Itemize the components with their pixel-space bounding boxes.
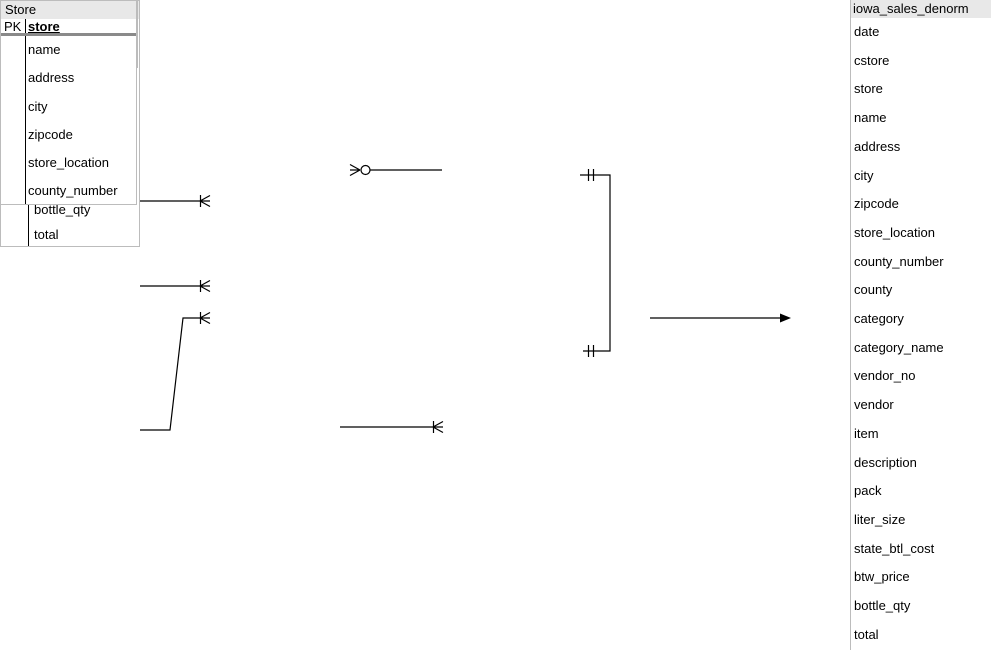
relationship-sales-convenience-store[interactable] xyxy=(349,163,442,177)
denorm-table-panel[interactable]: iowa_sales_denorm date cstore store name add… xyxy=(850,0,991,650)
pk-label: PK xyxy=(4,18,22,34)
pk-row: PK store xyxy=(1,19,136,36)
relationship-item-sales[interactable] xyxy=(140,311,211,431)
field-row: city xyxy=(28,98,48,114)
denorm-field-row: pack xyxy=(854,483,882,499)
denorm-field-row: liter_size xyxy=(854,511,906,527)
denorm-field-row: btw_price xyxy=(854,569,910,585)
denorm-field-row: vendor xyxy=(854,397,894,413)
entity-store-title: Store xyxy=(1,1,136,19)
denorm-field-row: item xyxy=(854,425,879,441)
field-row: total xyxy=(34,227,59,243)
field-row: address xyxy=(28,70,75,86)
entity-store[interactable]: Store PK store name address city zipcode sto… xyxy=(0,0,137,205)
denorm-field-row: county_number xyxy=(854,253,944,269)
denorm-field-row: name xyxy=(854,110,887,126)
denorm-field-row: state_btl_cost xyxy=(854,540,935,556)
denorm-field-row: description xyxy=(854,454,917,470)
denorm-field-row: store_location xyxy=(854,224,935,240)
denorm-field-row: date xyxy=(854,24,880,39)
denorm-field-row: vendor_no xyxy=(854,368,916,384)
denorm-field-row: store xyxy=(854,81,883,97)
denorm-field-row: bottle_qty xyxy=(854,598,911,614)
relationship-category-sales[interactable] xyxy=(140,194,211,208)
pk-field-store: store xyxy=(28,18,60,34)
denormalization-arrow[interactable] xyxy=(650,313,791,323)
field-row: store_location xyxy=(28,155,109,171)
denorm-field-row: county xyxy=(854,282,893,298)
denorm-field-row: total xyxy=(854,626,879,642)
relationship-convenience-store-store[interactable] xyxy=(580,169,611,357)
relationship-vendor-sales[interactable] xyxy=(140,279,211,293)
pk-column-divider xyxy=(25,19,26,204)
field-row: zipcode xyxy=(28,126,73,142)
denorm-field-row: address xyxy=(854,138,901,154)
denorm-field-row: city xyxy=(854,167,874,183)
denorm-panel-title: iowa_sales_denorm xyxy=(851,0,991,18)
relationship-county-store[interactable] xyxy=(340,420,444,434)
denorm-field-row: zipcode xyxy=(854,196,899,212)
field-row: bottle_qty xyxy=(34,201,91,217)
field-row: name xyxy=(28,42,61,57)
denorm-field-row: category_name xyxy=(854,339,944,355)
field-row: county_number xyxy=(28,183,118,199)
denorm-field-row: category xyxy=(854,311,904,327)
denorm-field-row: cstore xyxy=(854,52,890,68)
